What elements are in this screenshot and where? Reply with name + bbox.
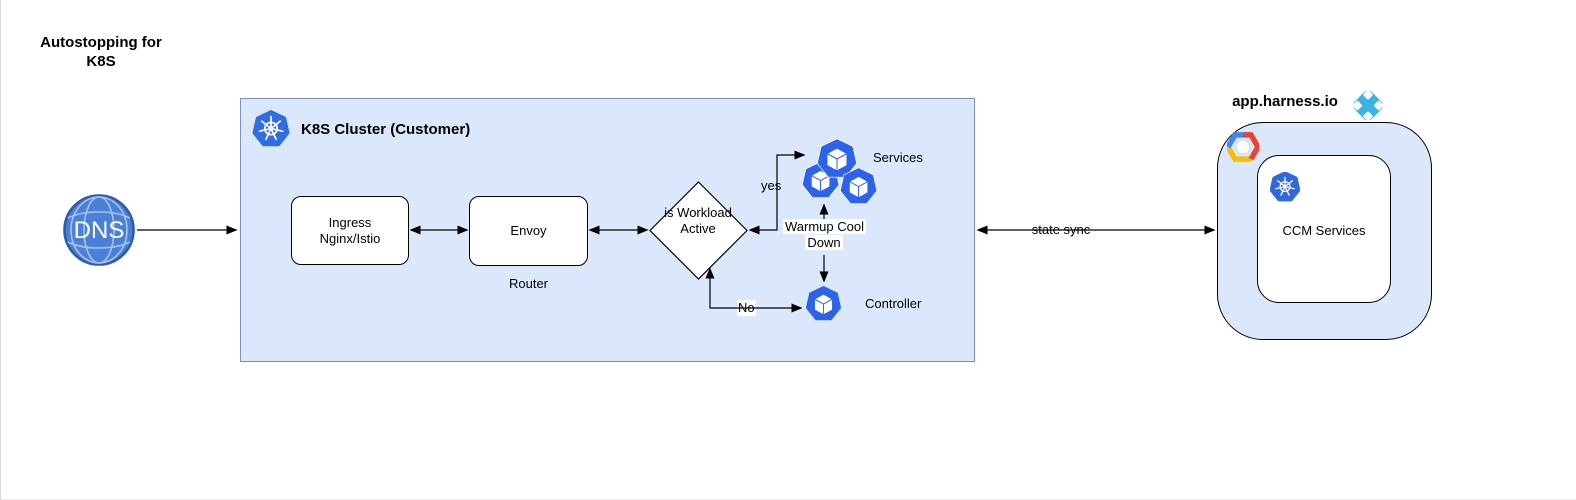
ingress-node: Ingress Nginx/Istio	[291, 196, 409, 265]
controller-pod-icon	[805, 286, 842, 322]
envoy-label: Envoy	[510, 223, 547, 239]
warmup-cooldown-label: Warmup Cool Down	[783, 219, 866, 250]
services-pods-icon	[801, 138, 879, 206]
ingress-label: Ingress Nginx/Istio	[319, 214, 381, 246]
kubernetes-icon	[251, 110, 291, 148]
yes-label: yes	[761, 178, 782, 193]
services-label: Services	[873, 150, 923, 165]
harness-logo-icon	[1349, 87, 1387, 124]
globe-icon: DNS	[63, 194, 135, 266]
decision-label: is Workload Active	[664, 205, 732, 236]
envoy-node: Envoy	[469, 196, 588, 266]
decision-diamond	[649, 181, 748, 280]
controller-label: Controller	[865, 296, 922, 311]
dns-node: DNS	[62, 193, 136, 267]
ccm-services-label: CCM Services	[1282, 223, 1366, 238]
google-cloud-icon	[1227, 132, 1259, 162]
cluster-title: K8S Cluster (Customer)	[301, 120, 471, 138]
router-label: Router	[508, 276, 549, 291]
page-title: Autostopping for K8S	[40, 34, 162, 70]
harness-domain-label: app.harness.io	[1232, 93, 1338, 110]
no-label: No	[737, 300, 756, 316]
dns-label: DNS	[74, 217, 125, 244]
state-sync-label: state sync	[1023, 222, 1099, 238]
ccm-kubernetes-icon	[1270, 172, 1300, 202]
